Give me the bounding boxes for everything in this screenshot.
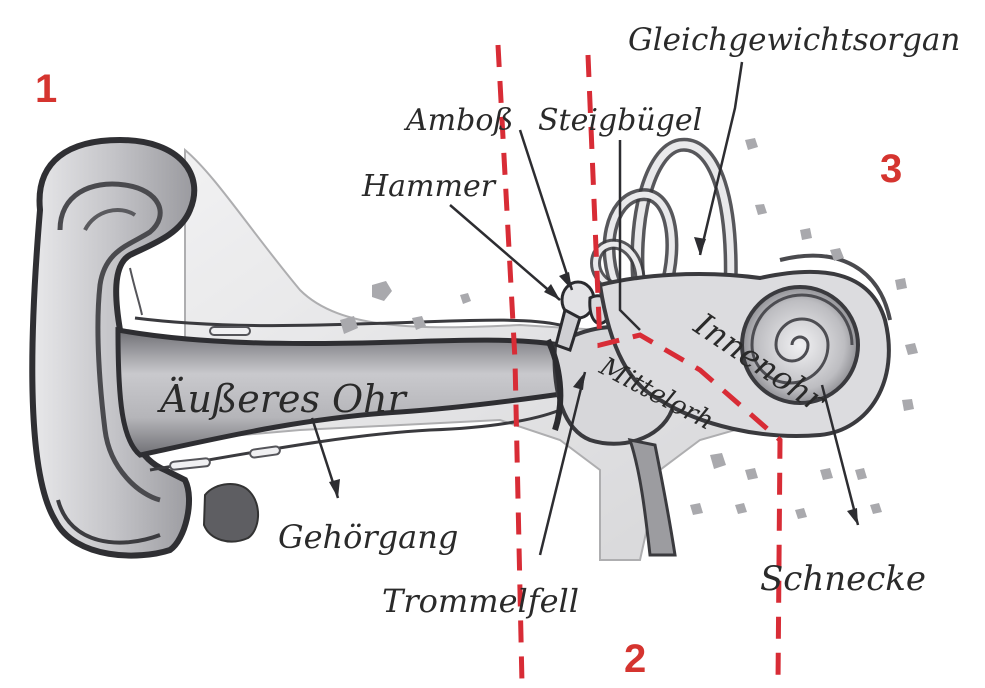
label-amboss: Amboß (403, 103, 513, 138)
label-gehoergang: Gehörgang (278, 518, 458, 556)
leader-hammer (450, 205, 560, 300)
section-number-2: 2 (624, 637, 646, 681)
section-number-1: 1 (35, 67, 57, 111)
arrow-gleichgewichtsorgan (694, 237, 706, 255)
leader-amboss (520, 130, 572, 290)
arrow-hammer (544, 284, 560, 300)
label-hammer: Hammer (361, 169, 497, 204)
label-trommelfell: Trommelfell (382, 582, 579, 620)
section-number-3: 3 (880, 147, 902, 191)
label-steigbuegel: Steigbügel (538, 103, 702, 138)
label-aeusseres-ohr: Äußeres Ohr (157, 377, 409, 421)
label-schnecke: Schnecke (760, 559, 926, 599)
jaw-bone (204, 484, 258, 542)
arrow-schnecke (847, 508, 858, 525)
label-gleichgewichtsorgan: Gleichgewichtsorgan (628, 22, 960, 58)
